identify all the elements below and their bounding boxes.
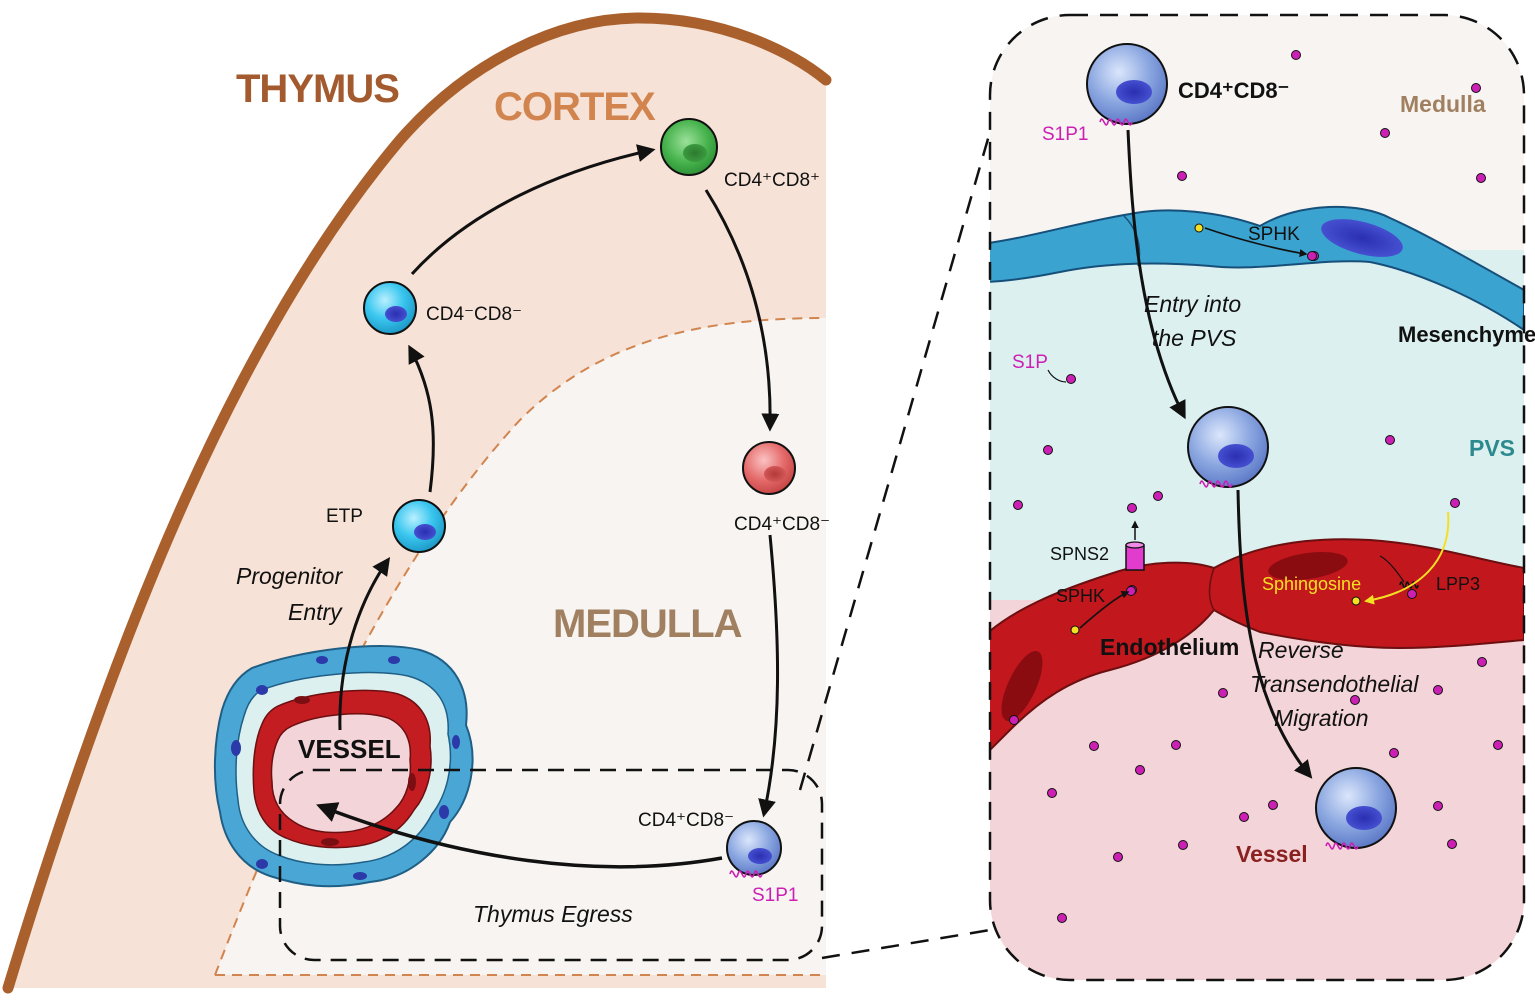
right-vessel-cell xyxy=(1315,767,1397,850)
s1p-dots xyxy=(1009,50,1503,923)
entry-pvs-line2: the PVS xyxy=(1152,325,1237,351)
etp-cell xyxy=(392,499,446,553)
right-panel: CD4⁺CD8⁻ S1P1 Medulla SPHK Mesenchyme En… xyxy=(988,13,1535,982)
vessel-lumen xyxy=(270,713,412,834)
vessel-label-right: Vessel xyxy=(1236,841,1308,867)
thymus-egress-label: Thymus Egress xyxy=(473,901,633,927)
s1p-label: S1P xyxy=(1012,352,1048,373)
thymus-label: THYMUS xyxy=(236,67,399,111)
dp-to-sp-arrow xyxy=(704,189,780,432)
medulla-label-right: Medulla xyxy=(1400,91,1486,117)
lpp3-label: LPP3 xyxy=(1436,574,1480,594)
rtm-line3: Migration xyxy=(1274,705,1369,731)
entry-pvs-line1: Entry into xyxy=(1144,291,1241,317)
lpp3-yellow-arrow xyxy=(1364,511,1450,605)
sp-red-cell xyxy=(742,441,796,495)
progenitor-entry-arrow xyxy=(338,557,391,731)
endothelium-layer xyxy=(990,538,1524,763)
mesenchyme-label: Mesenchyme xyxy=(1398,322,1535,347)
sphk-top-arrow xyxy=(1204,227,1308,257)
right-top-cell xyxy=(1086,43,1168,126)
dn-cell xyxy=(363,281,417,335)
medulla-label: MEDULLA xyxy=(553,602,742,646)
cortex-label: CORTEX xyxy=(494,85,656,129)
dp-cell-label: CD4⁺CD8⁺ xyxy=(724,170,820,191)
spns2-transporter-icon xyxy=(1125,520,1145,571)
egress-zoom-box xyxy=(278,768,824,962)
dn-to-dp-arrow xyxy=(410,144,656,276)
left-panel: THYMUS CORTEX MEDULLA VESSEL xyxy=(2,12,832,994)
sp-blue-cell-label: CD4⁺CD8⁻ xyxy=(638,810,734,831)
sp-blue-cell xyxy=(726,820,782,878)
sphk-bottom-label: SPHK xyxy=(1056,586,1105,606)
right-top-cell-label: CD4⁺CD8⁻ xyxy=(1178,78,1289,103)
spns2-label: SPNS2 xyxy=(1050,544,1109,564)
sphk-bottom-arrow xyxy=(1079,591,1130,629)
progenitor-entry-line2: Entry xyxy=(288,599,343,625)
s1p1-label-right: S1P1 xyxy=(1042,124,1088,145)
sphk-top-label: SPHK xyxy=(1248,224,1300,245)
thymus-capsule xyxy=(2,12,832,994)
reverse-transendothelial-arrow xyxy=(1236,489,1313,779)
rtm-line2: Transendothelial xyxy=(1250,671,1419,697)
sphingosine-label: Sphingosine xyxy=(1262,574,1361,594)
etp-to-dn-arrow xyxy=(408,344,435,493)
left-arrows xyxy=(316,144,780,869)
lpp3-receptor-icon xyxy=(1399,581,1419,589)
dp-cell xyxy=(660,118,718,176)
endothelium-label: Endothelium xyxy=(1100,634,1239,660)
progenitor-entry-line1: Progenitor xyxy=(236,563,343,589)
s1p1-label-left: S1P1 xyxy=(752,885,798,906)
etp-label: ETP xyxy=(326,506,363,527)
rtm-line1: Reverse xyxy=(1258,637,1344,663)
mesenchyme-nucleus xyxy=(1321,219,1403,257)
egress-arrow xyxy=(316,802,723,869)
s1p1-receptor-icon xyxy=(729,870,763,878)
dn-cell-label: CD4⁻CD8⁻ xyxy=(426,304,522,325)
sp-to-medulla-arrow xyxy=(758,534,780,818)
vessel-label: VESSEL xyxy=(298,734,401,764)
sp-red-cell-label: CD4⁺CD8⁻ xyxy=(734,514,830,535)
entry-into-pvs-arrow xyxy=(1126,129,1186,420)
right-pvs-cell xyxy=(1187,406,1269,488)
pvs-label: PVS xyxy=(1469,435,1515,461)
zoom-frame xyxy=(988,13,1526,982)
